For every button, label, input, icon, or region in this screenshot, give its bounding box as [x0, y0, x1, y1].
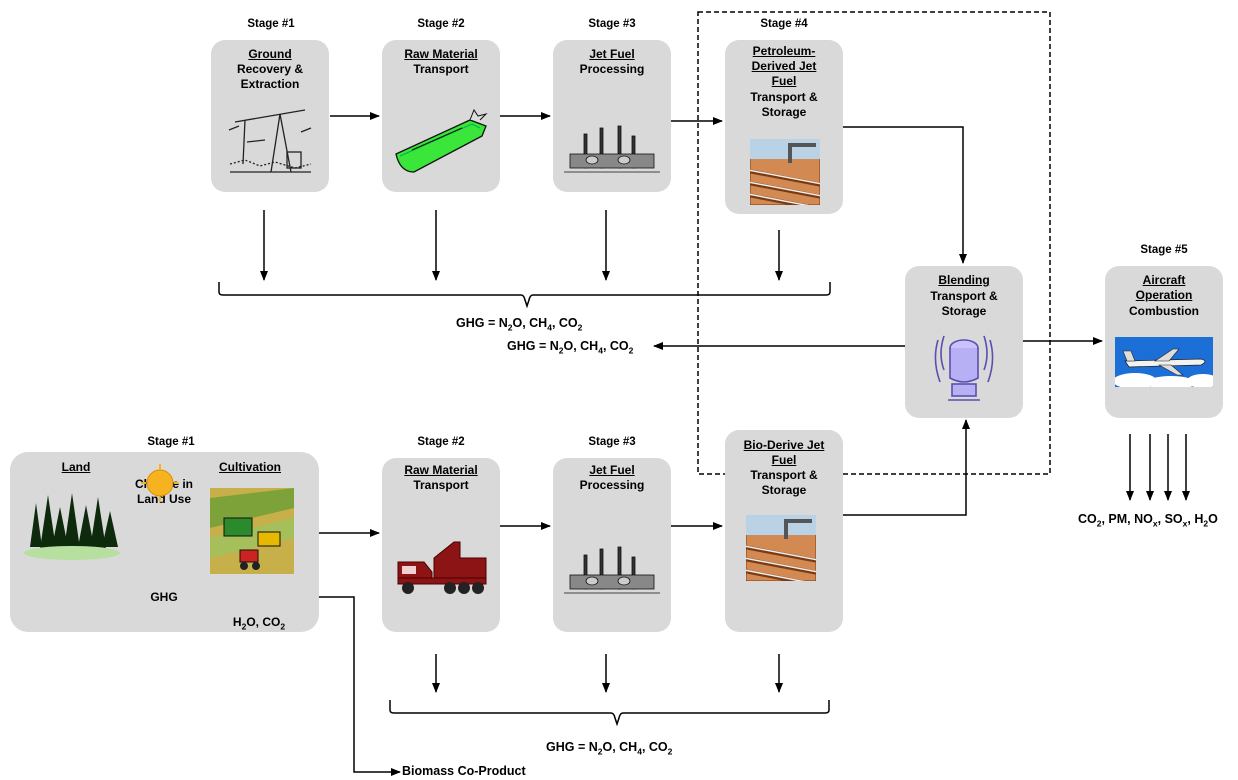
aircraft-body: Combustion	[1129, 304, 1199, 318]
bottom-stage2-label: Stage #2	[417, 436, 465, 448]
bottom-stage2-box	[382, 458, 500, 632]
top-stage1-label: Stage #1	[247, 18, 295, 30]
land-label: Land	[61, 460, 91, 474]
refinery-icon-bottom	[564, 546, 660, 594]
bottom-stage4-body: Transport & Storage	[750, 468, 818, 497]
top-stage4-body: Transport & Storage	[750, 90, 818, 119]
land-ghg-label: GHG	[150, 590, 178, 604]
top-stage2-title: Raw Material	[404, 47, 478, 61]
top-stage2-body: Transport	[413, 62, 469, 76]
emissions-label: CO2, PM, NOx, SOx, H2O	[1078, 512, 1218, 529]
blending-ghg-label: GHG = N2O, CH4, CO2	[507, 339, 634, 356]
bottom-stage3-box	[553, 458, 671, 632]
bottom-stage3-title: Jet Fuel	[589, 463, 635, 477]
top-stage3-label: Stage #3	[588, 18, 636, 30]
oil-pump-icon	[228, 109, 312, 173]
top-stage4-title: Petroleum- Derived Jet Fuel	[751, 44, 817, 88]
pipeline-icon-bottom	[746, 515, 816, 581]
aircraft-title: Aircraft Operation	[1135, 273, 1193, 302]
biomass-coproduct-label: Biomass Co-Product	[402, 764, 526, 778]
bottom-ghg-label: GHG = N2O, CH4, CO2	[546, 740, 673, 757]
bottom-stage3-label: Stage #3	[588, 436, 636, 448]
truck-icon	[397, 541, 487, 594]
pipeline-icon	[750, 139, 820, 205]
airplane-icon	[1115, 337, 1213, 387]
cultivation-field-icon	[210, 488, 294, 574]
bottom-stage3-body: Processing	[579, 478, 645, 492]
top-stage1-body: Recovery & Extraction	[236, 62, 304, 91]
top-stage1-title: Ground	[248, 47, 292, 61]
tanker-ship-icon	[395, 108, 488, 173]
stage4-dashed-boundary	[697, 11, 1051, 475]
top-stage2-label: Stage #2	[417, 18, 465, 30]
blending-body: Transport & Storage	[930, 289, 998, 318]
bottom-stage1-label: Stage #1	[147, 436, 195, 448]
aircraft-stage-label: Stage #5	[1140, 244, 1188, 256]
bottom-stage2-body: Transport	[413, 478, 469, 492]
forest-icon	[24, 493, 120, 560]
bottom-stage4-title: Bio-Derive Jet Fuel	[743, 438, 825, 467]
cultivation-label: Cultivation	[219, 460, 281, 474]
top-stage3-title: Jet Fuel	[589, 47, 635, 61]
top-stage3-body: Processing	[579, 62, 645, 76]
bottom-stage2-title: Raw Material	[404, 463, 478, 477]
blending-title: Blending	[938, 273, 990, 287]
fuel-tank-icon	[934, 335, 994, 401]
top-ghg-label: GHG = N2O, CH4, CO2	[456, 316, 583, 333]
refinery-icon	[564, 125, 660, 173]
cultivation-inputs-label: H2O, CO2	[232, 615, 286, 632]
sun-icon	[141, 464, 179, 502]
top-stage4-label: Stage #4	[760, 18, 808, 30]
